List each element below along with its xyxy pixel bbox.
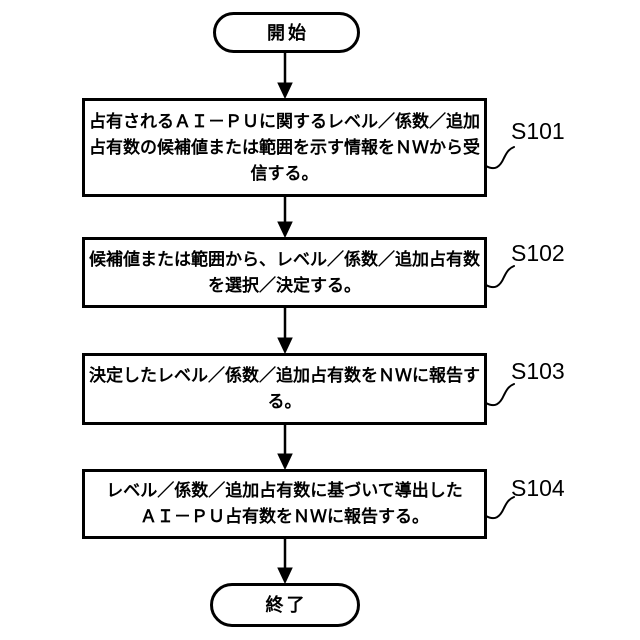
leader-line-s101 [485,146,515,170]
process-box-s103: 決定したレベル／係数／追加占有数をＮＷに報告す る。 [82,353,487,425]
end-terminal: 終了 [210,583,360,627]
process-text-line: 占有数の候補値または範囲を示す情報をＮＷから受 [89,137,480,157]
flow-arrow-step3-to-step4 [277,425,293,471]
step-id-label-s104: S104 [511,475,565,501]
process-box-s101: 占有されるＡＩ－ＰＵに関するレベル／係数／追加 占有数の候補値または範囲を示す情… [82,98,487,197]
end-terminal-label: 終了 [265,595,308,615]
step-id-label-s103: S103 [511,358,565,384]
process-text-line: る。 [267,392,302,411]
arrowhead-icon [277,221,293,239]
process-box-s102: 候補値または範囲から、レベル／係数／追加占有数 を選択／決定する。 [82,237,487,308]
step-id-label-s102: S102 [511,240,565,266]
start-terminal: 開始 [213,12,360,53]
flow-arrow-step1-to-step2 [277,197,293,239]
process-text-line: ＡＩ－ＰＵ占有数をＮＷに報告する。 [140,507,429,526]
step-id-label-s101: S101 [511,118,565,144]
start-terminal-label: 開始 [267,22,309,43]
process-text-line: 信する。 [250,163,319,183]
flow-arrow-step2-to-step3 [277,308,293,355]
process-text-line: 決定したレベル／係数／追加占有数をＮＷに報告す [89,366,480,385]
process-text-line: 占有されるＡＩ－ＰＵに関するレベル／係数／追加 [89,111,480,131]
arrowhead-icon [277,453,293,471]
arrowhead-icon [277,567,293,585]
process-box-s104: レベル／係数／追加占有数に基づいて導出した ＡＩ－ＰＵ占有数をＮＷに報告する。 [82,469,487,539]
arrowhead-icon [277,82,293,100]
leader-line-s103 [485,383,515,407]
process-text-line: レベル／係数／追加占有数に基づいて導出した [106,481,463,500]
leader-line-s102 [485,265,515,289]
flow-arrow-step4-to-end [277,539,293,585]
arrowhead-icon [277,337,293,355]
flow-arrow-start-to-step1 [277,53,293,100]
process-text-line: 候補値または範囲から、レベル／係数／追加占有数 [89,249,480,269]
leader-line-s104 [485,496,515,520]
process-text-line: を選択／決定する。 [208,275,361,295]
